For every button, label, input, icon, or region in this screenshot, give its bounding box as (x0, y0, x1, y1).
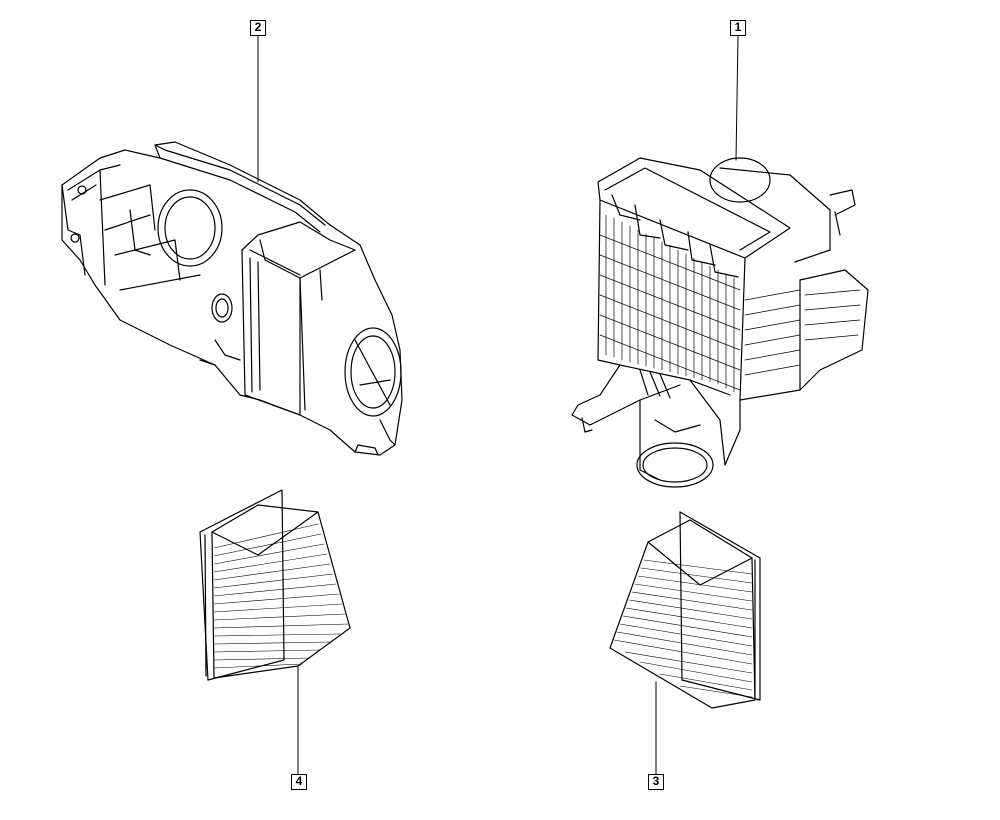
air-filter-housing-icon (571, 157, 869, 488)
callout-3: 3 (648, 774, 664, 790)
callout-4: 4 (291, 774, 307, 790)
callout-2: 2 (250, 20, 266, 36)
callout-1: 1 (730, 20, 746, 36)
leader-lines (257, 35, 739, 775)
air-filter-element-icon (609, 511, 761, 709)
air-filter-element-icon (199, 489, 351, 681)
leader-line-1 (735, 35, 739, 161)
air-filter-housing-cover-icon (61, 141, 403, 456)
housing-grid (599, 214, 861, 393)
